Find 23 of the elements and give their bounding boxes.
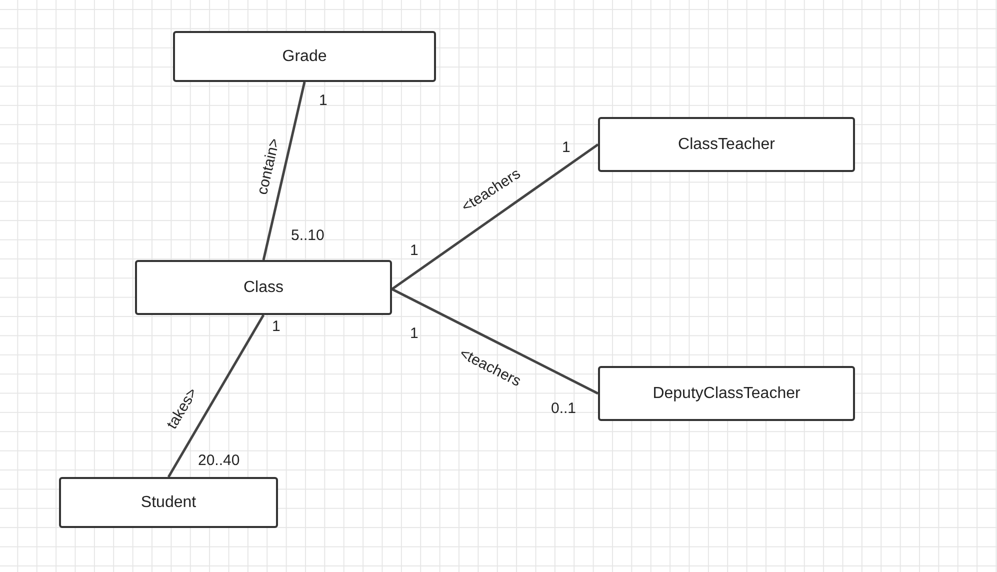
multiplicity-label: 1 bbox=[410, 243, 418, 258]
multiplicity-label: 0..1 bbox=[551, 401, 576, 416]
class-name: Grade bbox=[282, 48, 327, 66]
class-name: DeputyClassTeacher bbox=[652, 384, 800, 402]
class-name: Class bbox=[243, 278, 284, 296]
class-name: ClassTeacher bbox=[678, 136, 775, 154]
association-line bbox=[262, 82, 306, 260]
class-box bbox=[173, 31, 436, 82]
multiplicity-label: 1 bbox=[562, 140, 570, 155]
association-line bbox=[391, 143, 599, 290]
association-line bbox=[167, 314, 265, 478]
class-box bbox=[135, 260, 392, 315]
class-box bbox=[598, 117, 855, 172]
multiplicity-label: 1 bbox=[319, 93, 328, 108]
multiplicity-label: 20..40 bbox=[198, 453, 240, 468]
class-box bbox=[59, 477, 278, 528]
association-line bbox=[391, 288, 599, 395]
class-name: Student bbox=[140, 494, 196, 512]
edge-label: contain> bbox=[254, 136, 282, 196]
multiplicity-label: 1 bbox=[272, 319, 280, 334]
multiplicity-label: 1 bbox=[410, 326, 418, 341]
multiplicity-label: 5..10 bbox=[291, 228, 324, 243]
class-box bbox=[598, 366, 855, 421]
